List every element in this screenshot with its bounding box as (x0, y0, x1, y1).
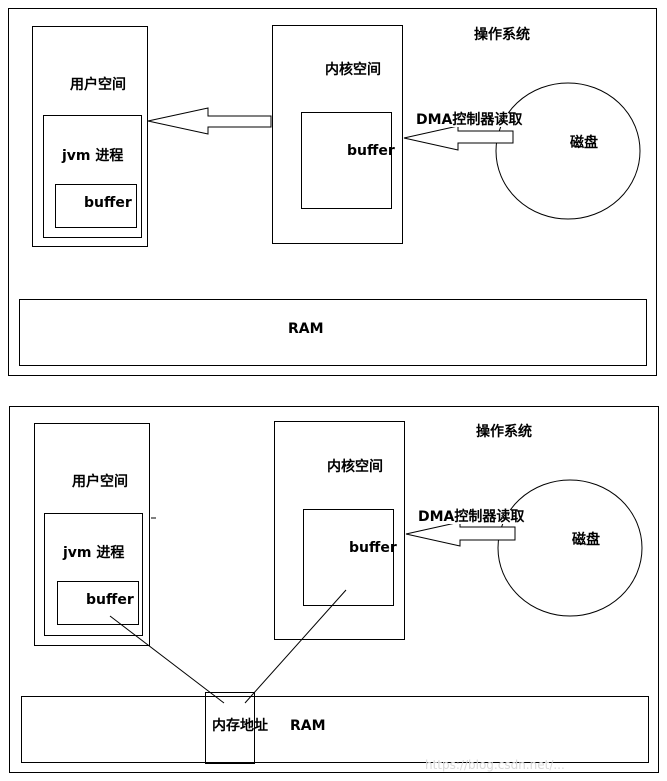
watermark: https://blog.csdn.net/... (425, 758, 565, 772)
memory-address-label: 内存地址 (212, 718, 268, 734)
kernel-buffer-box-2 (303, 509, 394, 606)
user-space-label-1: 用户空间 (70, 77, 126, 93)
kernel-buffer-label-2: buffer (349, 540, 397, 556)
disk-label-1: 磁盘 (570, 135, 598, 151)
dma-label-2: DMA控制器读取 (418, 509, 525, 525)
dma-arrow-1 (403, 125, 514, 151)
memory-address-box (205, 692, 255, 764)
jvm-buffer-box-2 (57, 581, 139, 625)
ram-box-2 (21, 696, 649, 763)
kernel-to-user-arrow-1 (147, 107, 272, 135)
user-space-label-2: 用户空间 (72, 474, 128, 490)
jvm-buffer-mapping-line (109, 615, 225, 704)
kernel-buffer-box-1 (301, 112, 392, 209)
jvm-process-label-2: jvm 进程 (63, 545, 125, 561)
kernel-space-label-1: 内核空间 (325, 62, 381, 78)
dma-label-1: DMA控制器读取 (416, 112, 523, 128)
jvm-buffer-label-1: buffer (84, 195, 132, 211)
kernel-space-label-2: 内核空间 (327, 459, 383, 475)
dma-arrow-2 (405, 521, 516, 547)
jvm-process-label-1: jvm 进程 (62, 148, 124, 164)
disk-circle-1 (495, 82, 641, 220)
kernel-buffer-mapping-line (244, 589, 347, 704)
ram-label-2: RAM (290, 718, 326, 734)
ram-box-1 (19, 299, 647, 366)
disk-circle-2 (497, 479, 643, 617)
ram-label-1: RAM (288, 321, 324, 337)
jvm-buffer-box-1 (55, 184, 137, 228)
jvm-buffer-label-2: buffer (86, 592, 134, 608)
kernel-buffer-label-1: buffer (347, 143, 395, 159)
os-label-2: 操作系统 (476, 424, 532, 440)
os-label-1: 操作系统 (474, 27, 530, 43)
disk-label-2: 磁盘 (572, 532, 600, 548)
